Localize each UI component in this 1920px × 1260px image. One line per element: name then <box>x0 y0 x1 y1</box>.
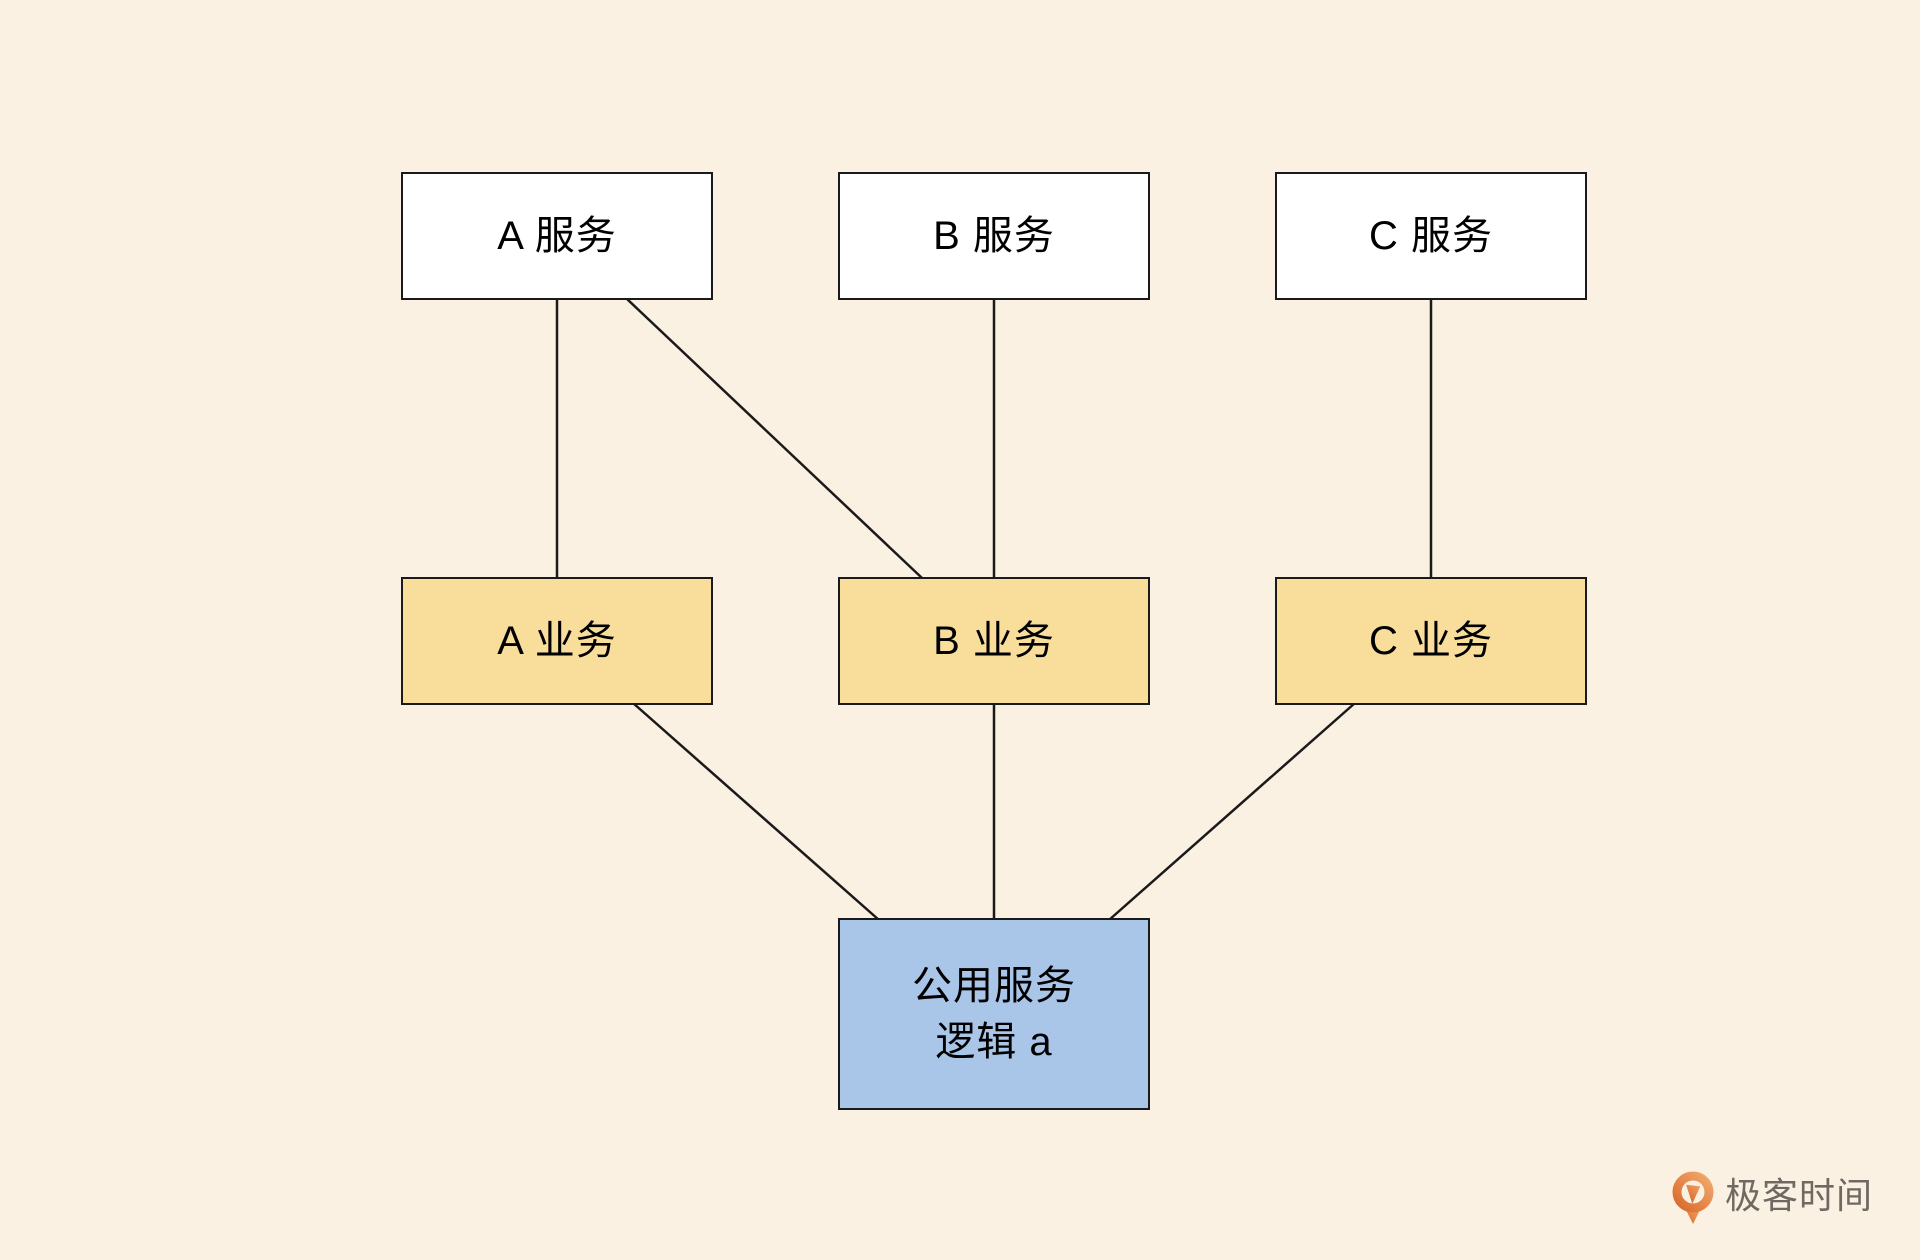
node-service-a-label: A 服务 <box>497 214 617 258</box>
node-common-logic: 公用服务 逻辑 a <box>838 918 1150 1110</box>
edge-business-a-common <box>632 702 880 921</box>
node-business-b-label: B 业务 <box>933 619 1055 663</box>
brand-watermark: 极客时间 <box>1668 1168 1873 1228</box>
node-service-c: C 服务 <box>1275 172 1587 300</box>
node-business-c-label: C 业务 <box>1369 619 1493 663</box>
geektime-pin-icon <box>1672 1171 1714 1224</box>
node-service-b: B 服务 <box>838 172 1150 300</box>
edge-service-a-business-b <box>626 298 923 579</box>
node-service-c-label: C 服务 <box>1369 214 1493 258</box>
edge-business-c-common <box>1108 702 1356 921</box>
brand-name: 极客时间 <box>1725 1175 1874 1216</box>
node-common-logic-label: 公用服务 逻辑 a <box>912 964 1076 1064</box>
node-business-c: C 业务 <box>1275 577 1587 705</box>
node-service-a: A 服务 <box>401 172 713 300</box>
node-business-b: B 业务 <box>838 577 1150 705</box>
node-service-b-label: B 服务 <box>933 214 1055 258</box>
node-business-a: A 业务 <box>401 577 713 705</box>
node-business-a-label: A 业务 <box>497 619 617 663</box>
